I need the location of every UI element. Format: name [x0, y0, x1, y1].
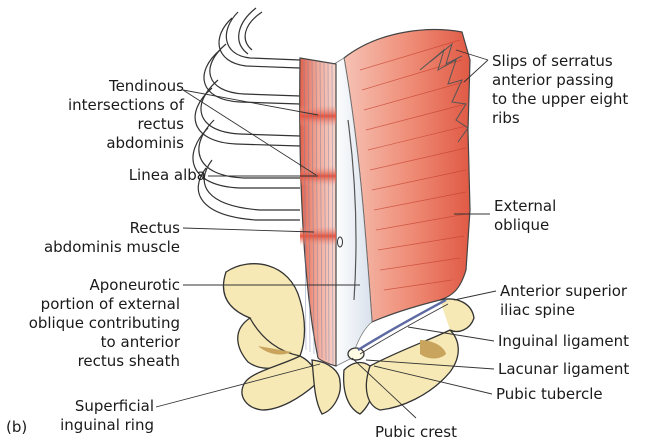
label-anterior-superior-iliac-spine: Anterior superior iliac spine: [500, 282, 660, 320]
ribcage: [193, 8, 300, 220]
label-inguinal-ligament: Inguinal ligament: [498, 332, 658, 351]
label-pubic-tubercle: Pubic tubercle: [496, 385, 656, 404]
label-external-oblique: External oblique: [494, 197, 614, 235]
label-tendinous-intersections: Tendinous intersections of rectus abdomi…: [60, 77, 184, 153]
label-rectus-abdominis: Rectus abdominis muscle: [30, 219, 180, 257]
label-linea-alba: Linea alba: [100, 166, 206, 185]
label-lacunar-ligament: Lacunar ligament: [498, 360, 658, 379]
label-serratus-anterior: Slips of serratus anterior passing to th…: [492, 52, 652, 128]
label-superficial-inguinal-ring: Superficial inguinal ring: [50, 397, 154, 435]
label-aponeurotic-portion: Aponeurotic portion of external oblique …: [20, 276, 180, 371]
panel-label: (b): [6, 418, 46, 437]
tendinous-intersection: [300, 105, 336, 127]
label-pubic-crest: Pubic crest: [366, 423, 466, 442]
